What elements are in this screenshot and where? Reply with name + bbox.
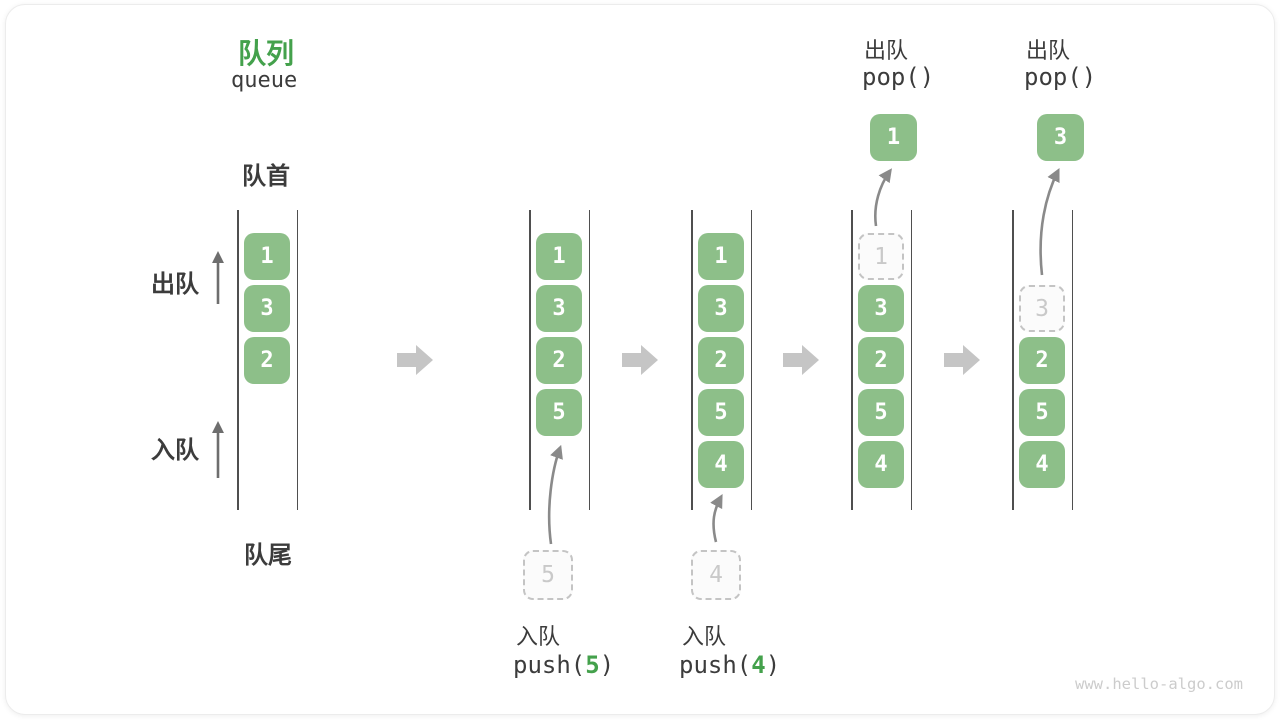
page-title: 队列	[238, 38, 295, 69]
queue-item: 5	[858, 389, 904, 436]
queue-item-ghost: 1	[858, 233, 904, 280]
pop1-code: pop()	[862, 63, 935, 91]
queue-item: 3	[244, 285, 290, 332]
queue-wall-right	[296, 210, 298, 510]
queue-wall-right	[910, 210, 912, 510]
queue-item-ghost: 3	[1019, 285, 1065, 332]
queue-column: 1 3 2 5 4	[851, 210, 912, 510]
push1-code-arg: 5	[585, 651, 600, 679]
card-background	[5, 4, 1275, 715]
queue-item: 3	[858, 285, 904, 332]
queue-item: 2	[858, 337, 904, 384]
queue-item: 2	[698, 337, 744, 384]
queue-item: 1	[536, 233, 582, 280]
queue-item: 4	[858, 441, 904, 488]
queue-item: 2	[536, 337, 582, 384]
push1-code: push(5)	[513, 651, 614, 679]
pop2-code: pop()	[1024, 63, 1097, 91]
queue-item: 1	[244, 233, 290, 280]
queue-wall-left	[237, 210, 239, 510]
queue-item: 3	[698, 285, 744, 332]
queue-item: 2	[1019, 337, 1065, 384]
queue-item: 1	[698, 233, 744, 280]
push2-code: push(4)	[679, 651, 780, 679]
queue-column: 1 3 2	[237, 210, 298, 510]
label-dequeue-side: 出队	[151, 271, 199, 298]
queue-item: 4	[698, 441, 744, 488]
popped-item: 1	[870, 114, 917, 161]
queue-item: 3	[536, 285, 582, 332]
queue-item: 5	[536, 389, 582, 436]
queue-item: 4	[1019, 441, 1065, 488]
queue-column: 3 2 5 4	[1012, 210, 1073, 510]
watermark: www.hello-algo.com	[1075, 675, 1243, 693]
queue-item: 5	[698, 389, 744, 436]
queue-wall-left	[851, 210, 853, 510]
queue-wall-left	[529, 210, 531, 510]
push2-code-post: )	[765, 651, 781, 679]
queue-wall-left	[691, 210, 693, 510]
queue-column: 1 3 2 5	[529, 210, 590, 510]
staged-item: 4	[691, 550, 741, 600]
queue-column: 1 3 2 5 4	[691, 210, 752, 510]
push2-label: 入队	[682, 624, 727, 649]
push1-label: 入队	[516, 624, 561, 649]
queue-wall-right	[1071, 210, 1073, 510]
push1-code-pre: push(	[513, 651, 586, 679]
queue-item: 2	[244, 337, 290, 384]
pop1-label: 出队	[864, 38, 909, 63]
label-enqueue-side: 入队	[151, 437, 199, 464]
push1-code-post: )	[599, 651, 615, 679]
label-queue-front: 队首	[242, 163, 290, 190]
queue-item: 5	[1019, 389, 1065, 436]
page-subtitle: queue	[231, 68, 298, 93]
queue-wall-right	[750, 210, 752, 510]
queue-wall-left	[1012, 210, 1014, 510]
popped-item: 3	[1037, 114, 1084, 161]
push2-code-arg: 4	[751, 651, 766, 679]
label-queue-rear: 队尾	[244, 542, 292, 569]
staged-item: 5	[523, 550, 573, 600]
pop2-label: 出队	[1026, 38, 1071, 63]
queue-wall-right	[588, 210, 590, 510]
push2-code-pre: push(	[679, 651, 752, 679]
